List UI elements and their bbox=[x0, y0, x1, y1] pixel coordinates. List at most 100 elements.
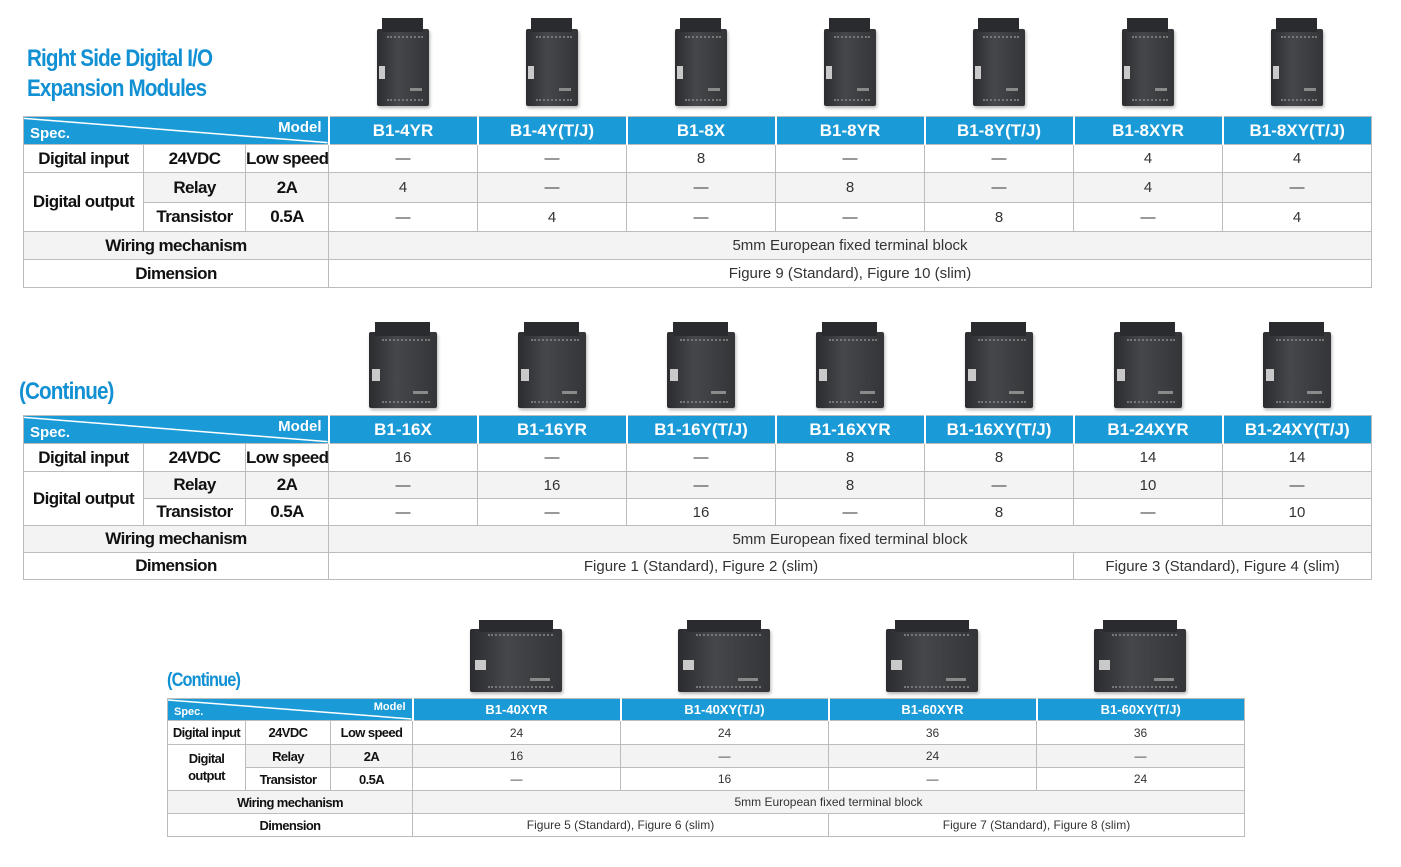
model-header: B1-60XYR bbox=[827, 698, 1037, 721]
transistor-value: — bbox=[477, 498, 627, 526]
transistor-rating: 0.5A bbox=[245, 498, 329, 526]
product-image bbox=[886, 620, 978, 692]
spec-model-corner: Spec. Model bbox=[23, 415, 329, 444]
model-header: B1-40XY(T/J) bbox=[619, 698, 829, 721]
transistor-value: — bbox=[328, 202, 478, 232]
relay-rating: 2A bbox=[330, 744, 413, 768]
product-image bbox=[972, 18, 1025, 106]
voltage-label: 24VDC bbox=[143, 144, 246, 173]
digital-input-value: 24 bbox=[620, 720, 829, 745]
digital-input-value: — bbox=[626, 443, 776, 472]
model-label: Model bbox=[278, 119, 322, 136]
digital-input-value: — bbox=[328, 144, 478, 173]
relay-value: — bbox=[1222, 172, 1372, 203]
transistor-value: — bbox=[328, 498, 478, 526]
digital-input-value: — bbox=[924, 144, 1074, 173]
voltage-label: 24VDC bbox=[245, 720, 331, 745]
product-image bbox=[678, 620, 770, 692]
model-header: B1-4YR bbox=[327, 116, 478, 145]
relay-value: — bbox=[626, 172, 776, 203]
model-header: B1-8YR bbox=[774, 116, 925, 145]
transistor-rating: 0.5A bbox=[330, 767, 413, 791]
dimension-value: Figure 3 (Standard), Figure 4 (slim) bbox=[1073, 552, 1372, 580]
product-image bbox=[815, 322, 884, 408]
product-image bbox=[368, 322, 437, 408]
model-header: B1-8XYR bbox=[1072, 116, 1223, 145]
spec-label: Spec. bbox=[174, 706, 204, 718]
transistor-value: 8 bbox=[924, 498, 1074, 526]
relay-value: — bbox=[924, 172, 1074, 203]
model-header: B1-24XY(T/J) bbox=[1221, 415, 1372, 444]
digital-output-label: Digital output bbox=[23, 471, 144, 526]
transistor-value: 4 bbox=[477, 202, 627, 232]
transistor-label: Transistor bbox=[143, 498, 246, 526]
product-image bbox=[1262, 322, 1331, 408]
dimension-label: Dimension bbox=[23, 259, 329, 288]
relay-label: Relay bbox=[143, 471, 246, 499]
digital-input-value: 24 bbox=[412, 720, 621, 745]
transistor-value: 24 bbox=[1036, 767, 1245, 791]
relay-value: — bbox=[328, 471, 478, 499]
model-header: B1-8XY(T/J) bbox=[1221, 116, 1372, 145]
model-header: B1-4Y(T/J) bbox=[476, 116, 627, 145]
relay-value: 10 bbox=[1073, 471, 1223, 499]
digital-input-label: Digital input bbox=[23, 443, 144, 472]
transistor-label: Transistor bbox=[143, 202, 246, 232]
wiring-label: Wiring mechanism bbox=[23, 231, 329, 260]
model-header: B1-16XYR bbox=[774, 415, 925, 444]
product-image bbox=[525, 18, 578, 106]
dimension-value: Figure 7 (Standard), Figure 8 (slim) bbox=[828, 813, 1245, 837]
relay-rating: 2A bbox=[245, 172, 329, 203]
transistor-value: — bbox=[775, 498, 925, 526]
digital-input-value: 4 bbox=[1222, 144, 1372, 173]
digital-input-label: Digital input bbox=[23, 144, 144, 173]
page-title-line2: Expansion Modules bbox=[27, 75, 207, 102]
product-image bbox=[666, 322, 735, 408]
model-header: B1-16XY(T/J) bbox=[923, 415, 1074, 444]
speed-label: Low speed bbox=[245, 443, 329, 472]
page-title-line1: Right Side Digital I/O bbox=[27, 45, 213, 72]
dimension-label: Dimension bbox=[167, 813, 413, 837]
relay-value: 24 bbox=[828, 744, 1037, 768]
spec-model-corner: Spec. Model bbox=[167, 698, 413, 721]
relay-value: — bbox=[620, 744, 829, 768]
model-header: B1-40XYR bbox=[411, 698, 621, 721]
model-header: B1-16X bbox=[327, 415, 478, 444]
dimension-value: Figure 9 (Standard), Figure 10 (slim) bbox=[328, 259, 1372, 288]
digital-output-line1: Digital bbox=[188, 751, 225, 767]
transistor-value: — bbox=[412, 767, 621, 791]
transistor-value: — bbox=[1073, 202, 1223, 232]
transistor-value: 8 bbox=[924, 202, 1074, 232]
wiring-label: Wiring mechanism bbox=[23, 525, 329, 553]
model-header: B1-16YR bbox=[476, 415, 627, 444]
transistor-value: 10 bbox=[1222, 498, 1372, 526]
model-header: B1-60XY(T/J) bbox=[1035, 698, 1245, 721]
wiring-value: 5mm European fixed terminal block bbox=[328, 525, 1372, 553]
transistor-value: 16 bbox=[626, 498, 776, 526]
wiring-label: Wiring mechanism bbox=[167, 790, 413, 814]
speed-label: Low speed bbox=[330, 720, 413, 745]
model-header: B1-8X bbox=[625, 116, 776, 145]
transistor-value: — bbox=[828, 767, 1037, 791]
wiring-value: 5mm European fixed terminal block bbox=[412, 790, 1245, 814]
dimension-value: Figure 1 (Standard), Figure 2 (slim) bbox=[328, 552, 1074, 580]
digital-output-label: Digital output bbox=[23, 172, 144, 232]
spec-model-corner: Spec. Model bbox=[23, 116, 329, 145]
